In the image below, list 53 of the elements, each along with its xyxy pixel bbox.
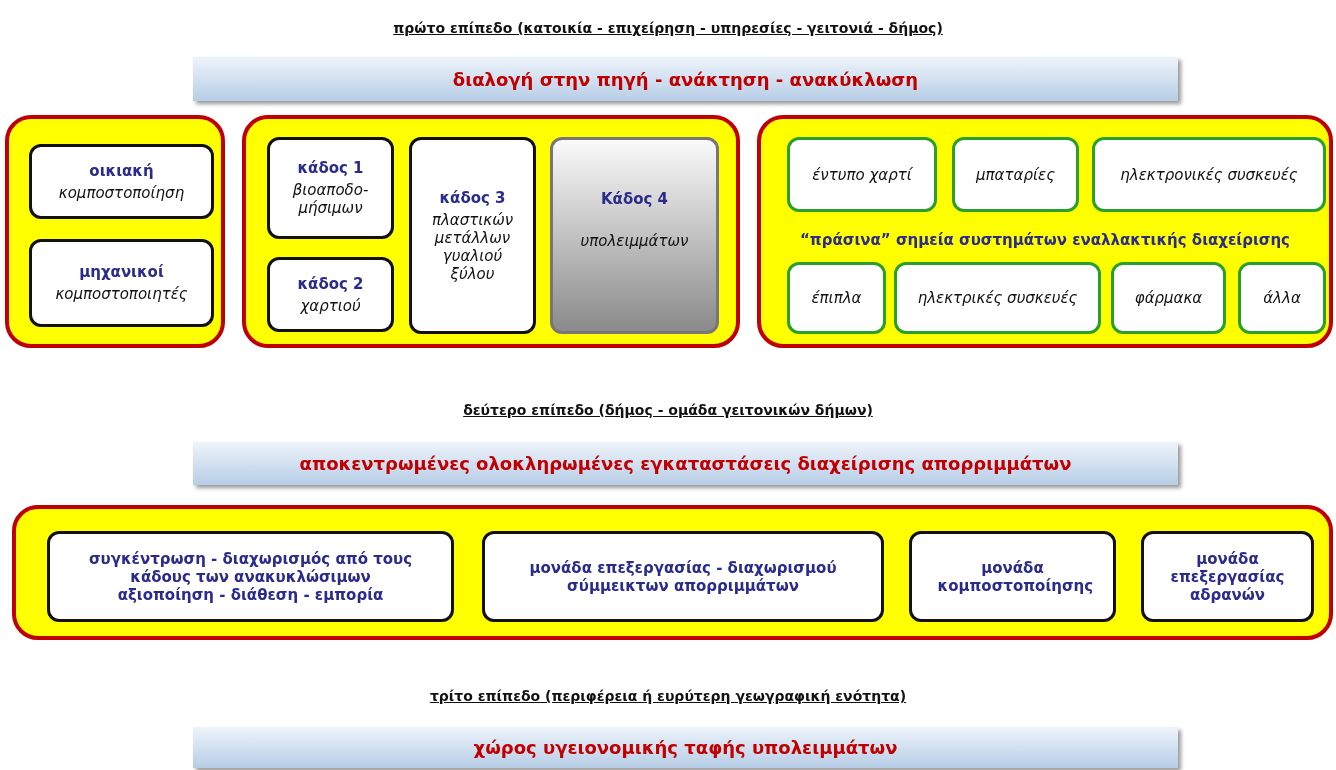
box-text: μονάδα επεξεργασίας - διαχωρισμού σύμμεικτων απορριμμάτων bbox=[528, 558, 838, 595]
box-text: υπολειμμάτων bbox=[580, 232, 689, 250]
box-heading: Κάδος 4 bbox=[600, 190, 669, 208]
banner-title: χώρος υγειονομικής ταφής υπολειμμάτων bbox=[473, 737, 898, 758]
box-text: κομποστοποίηση bbox=[58, 183, 185, 202]
rounded-box bbox=[1238, 262, 1326, 334]
banner-bar bbox=[193, 57, 1178, 101]
box-text: χαρτιού bbox=[300, 296, 361, 315]
rounded-box bbox=[1141, 531, 1314, 622]
rounded-box bbox=[909, 531, 1116, 622]
rounded-box bbox=[952, 137, 1079, 212]
group-panel bbox=[5, 115, 225, 348]
box-text: μπαταρίες bbox=[976, 165, 1055, 184]
rounded-box bbox=[29, 144, 214, 219]
rounded-box bbox=[787, 137, 937, 212]
box-text: πλαστικών μετάλλων γυαλιού ξύλου bbox=[430, 210, 515, 283]
group-panel bbox=[12, 505, 1333, 640]
rounded-box bbox=[267, 257, 394, 332]
box-text: έντυπο χαρτί bbox=[812, 165, 912, 184]
box-text: κομποστοποιητές bbox=[55, 285, 188, 303]
rounded-box bbox=[787, 262, 886, 334]
box-text: ηλεκτρικές συσκευές bbox=[917, 289, 1078, 307]
box-text: άλλα bbox=[1263, 289, 1301, 307]
banner-title: διαλογή στην πηγή - ανάκτηση - ανακύκλωση bbox=[452, 68, 919, 90]
rounded-box bbox=[894, 262, 1101, 334]
rounded-box bbox=[482, 531, 884, 622]
rounded-box bbox=[267, 137, 394, 239]
rounded-box bbox=[1092, 137, 1326, 212]
box-text: έπιπλα bbox=[811, 289, 862, 307]
rounded-box bbox=[1111, 262, 1226, 334]
banner-title: αποκεντρωμένες ολοκληρωμένες εγκαταστάσεις διαχείρισης απορριμμάτων bbox=[299, 453, 1072, 474]
box-text: βιοαποδο- μήσιμων bbox=[291, 181, 370, 217]
banner-bar bbox=[193, 727, 1178, 768]
level-heading: τρίτο επίπεδο (περιφέρεια ή ευρύτερη γεωγραφική ενότητα) bbox=[429, 688, 907, 704]
level-heading: δεύτερο επίπεδο (δήμος - ομάδα γειτονικών δήμων) bbox=[463, 402, 873, 418]
level-heading: πρώτο επίπεδο (κατοικία - επιχείρηση - υπηρεσίες - γειτονιά - δήμος) bbox=[393, 20, 943, 36]
box-text: φάρμακα bbox=[1134, 289, 1203, 307]
box-text: ηλεκτρονικές συσκευές bbox=[1120, 165, 1298, 184]
box-heading: κάδος 2 bbox=[297, 274, 364, 293]
box-text: μονάδα επεξεργασίας αδρανών bbox=[1169, 549, 1286, 604]
group-panel bbox=[757, 115, 1333, 348]
rounded-box bbox=[47, 531, 454, 622]
rounded-box bbox=[550, 137, 719, 334]
rounded-box bbox=[409, 137, 536, 334]
rounded-box bbox=[29, 239, 214, 327]
box-heading: κάδος 3 bbox=[439, 188, 506, 207]
box-heading: οικιακή bbox=[89, 161, 154, 180]
group-panel bbox=[242, 115, 740, 348]
box-heading: κάδος 1 bbox=[297, 159, 364, 177]
box-heading: μηχανικοί bbox=[79, 263, 164, 281]
banner-bar bbox=[193, 442, 1178, 485]
box-text: συγκέντρωση - διαχωρισμός από τους κάδους των ανακυκλώσιμων αξιοποίηση - διάθεση - εμπορία bbox=[87, 549, 414, 604]
group-heading: “πράσινα” σημεία συστημάτων εναλλακτικής διαχείρισης bbox=[799, 231, 1291, 249]
